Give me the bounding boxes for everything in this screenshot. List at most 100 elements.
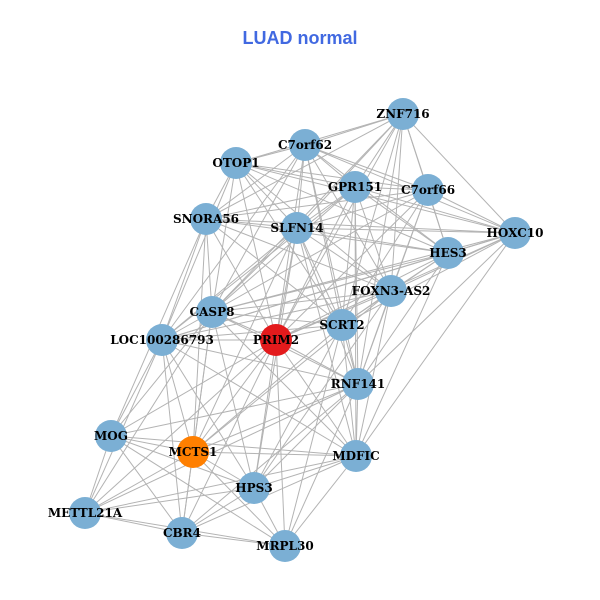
edge-FOXN3-AS2-LOC100286793 <box>161 290 392 341</box>
edge-SLFN14-HOXC10 <box>296 227 516 234</box>
node-FOXN3-AS2: FOXN3-AS2 <box>352 275 431 307</box>
edge-HPS3-METTL21A <box>84 487 255 514</box>
edge-RNF141-CBR4 <box>181 383 359 534</box>
node-label-OTOP1: OTOP1 <box>212 156 259 170</box>
node-METTL21A: METTL21A <box>48 497 123 529</box>
edge-MOG-CBR4 <box>110 435 183 534</box>
edge-OTOP1-CASP8 <box>211 162 237 313</box>
edge-HOXC10-CASP8 <box>211 232 516 313</box>
node-label-CBR4: CBR4 <box>163 526 201 540</box>
edge-MDFIC-HPS3 <box>253 455 357 489</box>
edge-C7orf62-RNF141 <box>304 144 359 385</box>
node-MDFIC: MDFIC <box>332 440 380 472</box>
node-circle-ZNF716 <box>387 98 419 130</box>
edge-FOXN3-AS2-MDFIC <box>355 290 392 457</box>
edge-SNORA56-PRIM2 <box>205 218 277 341</box>
node-RNF141: RNF141 <box>331 368 386 400</box>
edge-OTOP1-C7orf66 <box>235 162 429 191</box>
edge-SNORA56-HOXC10 <box>205 218 516 234</box>
edge-MOG-MDFIC <box>110 435 357 457</box>
edge-SLFN14-FOXN3-AS2 <box>296 227 392 292</box>
edge-CASP8-MOG <box>110 311 213 437</box>
node-circle-CASP8 <box>196 296 228 328</box>
edge-ZNF716-HOXC10 <box>402 113 516 234</box>
node-circle-LOC100286793 <box>146 324 178 356</box>
node-circle-HOXC10 <box>499 217 531 249</box>
node-CBR4: CBR4 <box>163 517 201 549</box>
edge-C7orf62-SNORA56 <box>205 144 306 220</box>
node-MRPL30: MRPL30 <box>256 530 314 562</box>
edge-GPR151-PRIM2 <box>275 186 356 341</box>
edge-PRIM2-MDFIC <box>275 339 357 457</box>
edge-GPR151-SNORA56 <box>205 186 356 220</box>
node-label-RNF141: RNF141 <box>331 377 386 391</box>
edge-HES3-RNF141 <box>357 252 449 385</box>
edge-LOC100286793-CBR4 <box>161 339 183 534</box>
edge-PRIM2-CBR4 <box>181 339 277 534</box>
node-circle-SNORA56 <box>190 203 222 235</box>
edge-HOXC10-MDFIC <box>355 232 516 457</box>
edge-SCRT2-MCTS1 <box>192 324 343 453</box>
node-C7orf62: C7orf62 <box>278 129 332 161</box>
node-label-MRPL30: MRPL30 <box>256 539 313 553</box>
node-circle-MDFIC <box>340 440 372 472</box>
node-label-HES3: HES3 <box>429 246 467 260</box>
edge-CASP8-HPS3 <box>211 311 255 489</box>
edge-ZNF716-CASP8 <box>211 113 404 313</box>
edge-C7orf66-SNORA56 <box>205 189 429 220</box>
node-CASP8: CASP8 <box>190 296 235 328</box>
edge-C7orf62-C7orf66 <box>304 144 429 191</box>
node-circle-SCRT2 <box>326 309 358 341</box>
figure-title: LUAD normal <box>242 28 358 48</box>
node-label-PRIM2: PRIM2 <box>253 333 299 347</box>
node-GPR151: GPR151 <box>328 171 382 203</box>
edge-HES3-MDFIC <box>355 252 449 457</box>
node-label-HPS3: HPS3 <box>235 481 272 495</box>
edge-C7orf62-FOXN3-AS2 <box>304 144 392 292</box>
edge-GPR151-HOXC10 <box>354 186 516 234</box>
edge-RNF141-METTL21A <box>84 383 359 514</box>
edge-CASP8-MDFIC <box>211 311 357 457</box>
edge-LOC100286793-HPS3 <box>161 339 255 489</box>
edge-GPR151-SCRT2 <box>341 186 356 326</box>
edge-SCRT2-HPS3 <box>253 324 343 489</box>
node-label-METTL21A: METTL21A <box>48 506 123 520</box>
node-circle-GPR151 <box>339 171 371 203</box>
node-label-FOXN3-AS2: FOXN3-AS2 <box>352 284 431 298</box>
node-circle-CBR4 <box>166 517 198 549</box>
edge-LOC100286793-MDFIC <box>161 339 357 457</box>
node-circle-OTOP1 <box>220 147 252 179</box>
edge-C7orf62-CASP8 <box>211 144 306 313</box>
node-label-SCRT2: SCRT2 <box>319 318 364 332</box>
edge-OTOP1-HES3 <box>235 162 449 254</box>
node-label-CASP8: CASP8 <box>190 305 235 319</box>
edge-PRIM2-MOG <box>110 339 277 437</box>
edge-OTOP1-FOXN3-AS2 <box>235 162 392 292</box>
node-label-C7orf66: C7orf66 <box>401 183 455 197</box>
edge-RNF141-MCTS1 <box>192 383 359 453</box>
edge-CASP8-METTL21A <box>84 311 213 514</box>
node-circle-SLFN14 <box>281 212 313 244</box>
edge-OTOP1-LOC100286793 <box>161 162 237 341</box>
edge-MCTS1-METTL21A <box>84 451 194 514</box>
node-HOXC10: HOXC10 <box>487 217 543 249</box>
edge-C7orf66-SLFN14 <box>296 189 429 229</box>
edge-FOXN3-AS2-CASP8 <box>211 290 392 313</box>
edge-LOC100286793-MCTS1 <box>161 339 194 453</box>
edge-SCRT2-MRPL30 <box>284 324 343 547</box>
node-circle-HPS3 <box>238 472 270 504</box>
node-label-GPR151: GPR151 <box>328 180 382 194</box>
edge-PRIM2-HPS3 <box>253 339 277 489</box>
edge-GPR151-FOXN3-AS2 <box>354 186 392 292</box>
node-circle-C7orf66 <box>412 174 444 206</box>
edge-MCTS1-MRPL30 <box>192 451 286 547</box>
node-label-SLFN14: SLFN14 <box>270 221 323 235</box>
edge-HES3-CASP8 <box>211 252 449 313</box>
edge-ZNF716-SCRT2 <box>341 113 404 326</box>
node-label-C7orf62: C7orf62 <box>278 138 332 152</box>
edge-SLFN14-SCRT2 <box>296 227 343 326</box>
edge-PRIM2-MCTS1 <box>192 339 277 453</box>
node-PRIM2: PRIM2 <box>253 324 299 356</box>
